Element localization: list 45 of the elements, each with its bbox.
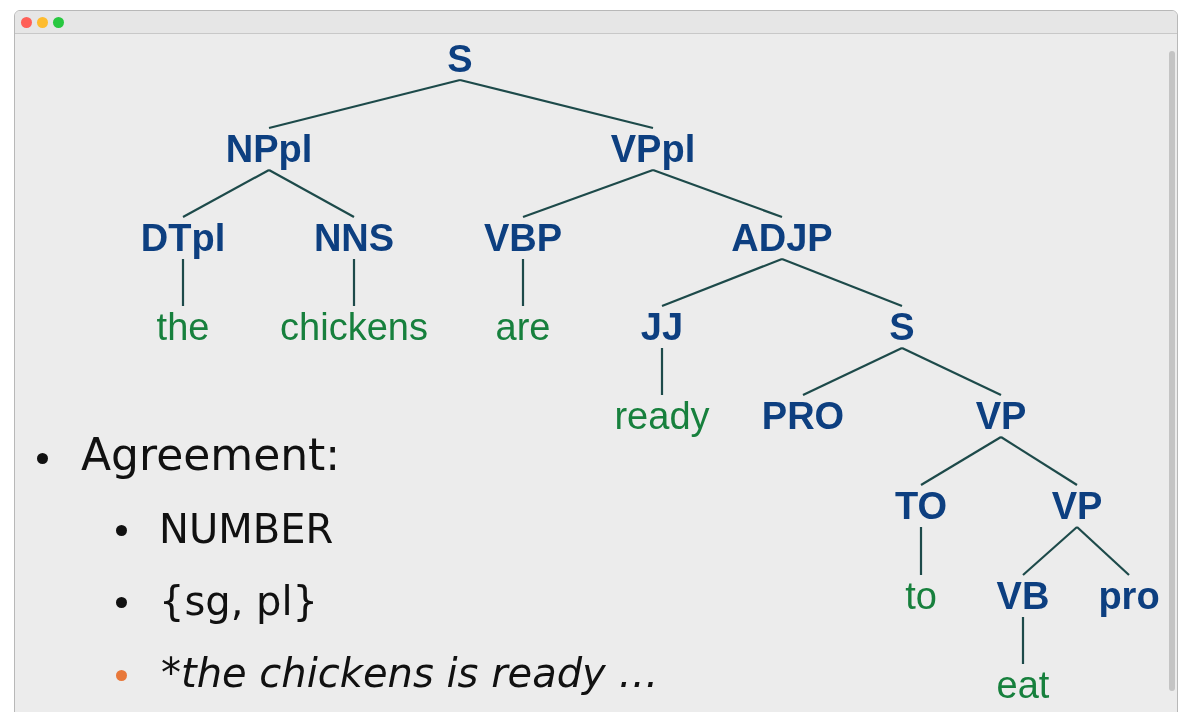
tree-branch-line	[901, 347, 1002, 396]
tree-branch-line	[268, 169, 355, 218]
category-label: VB	[996, 575, 1050, 617]
tree-branch-line	[181, 259, 185, 306]
bullet-text: NUMBER	[159, 507, 334, 551]
word-leaf: to	[905, 575, 937, 617]
word-leaf: chickens	[280, 306, 428, 348]
tree-branch-line	[459, 78, 654, 130]
word-leaf: ready	[614, 395, 710, 437]
word-leaf: eat	[996, 664, 1050, 706]
tree-branch-line	[352, 259, 356, 306]
tree-branch-line	[522, 168, 654, 219]
category-label: JJ	[640, 306, 684, 348]
word-leaf: the	[156, 306, 210, 348]
word-leaf: are	[495, 306, 551, 348]
category-label: TO	[894, 485, 948, 527]
category-label: S	[447, 38, 473, 80]
bullet-text: Agreement:	[81, 431, 341, 480]
tree-branch-line	[919, 527, 923, 575]
tree-branch-line	[268, 78, 461, 130]
category-label: DTpl	[140, 217, 226, 259]
category-label: VP	[1051, 485, 1103, 527]
category-label: NNS	[313, 217, 395, 259]
tree-branch-line	[521, 259, 525, 306]
tree-branch-line	[781, 257, 903, 308]
category-label: pro	[1098, 575, 1160, 617]
tree-branch-line	[920, 436, 1002, 486]
tree-branch-line	[1000, 436, 1078, 486]
category-label: PRO	[761, 395, 845, 437]
category-label: S	[889, 306, 915, 348]
bullet-text: {sg, pl}	[159, 579, 319, 623]
tree-branch-line	[1021, 617, 1025, 664]
bullet-text: *the chickens is ready …	[161, 651, 659, 695]
category-label: VPpl	[610, 128, 696, 170]
tree-branch-line	[661, 257, 783, 308]
tree-branch-line	[1076, 526, 1130, 576]
tree-branch-line	[802, 347, 903, 396]
category-label: ADJP	[731, 217, 833, 259]
tree-branch-line	[1022, 526, 1078, 576]
tree-branch-line	[660, 348, 664, 395]
tree-branch-line	[652, 168, 783, 219]
category-label: VP	[975, 395, 1027, 437]
category-label: NPpl	[225, 128, 313, 170]
tree-branch-line	[182, 169, 270, 218]
category-label: VBP	[483, 217, 563, 259]
